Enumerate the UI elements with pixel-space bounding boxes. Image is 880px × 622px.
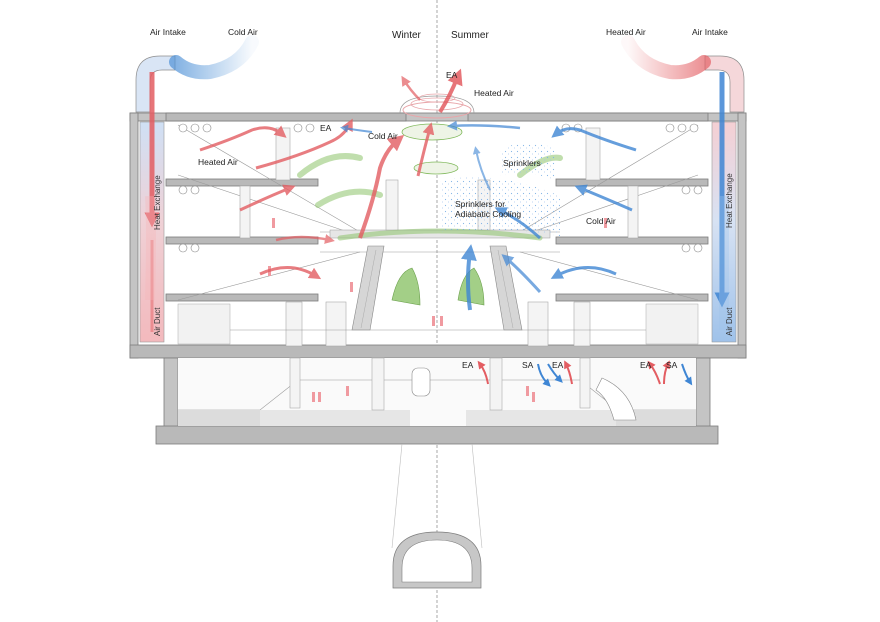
label-sprinklers-adiabatic-line1: Sprinklers for — [455, 199, 505, 209]
label-platform-ea-1: EA — [462, 360, 474, 370]
label-platform-sa-2: SA — [666, 360, 678, 370]
interior-perspective-lines — [177, 124, 699, 301]
label-heat-exchange-left: Heat Exchange — [153, 175, 162, 230]
floor-slabs — [165, 112, 709, 302]
label-platform-ea-2: EA — [552, 360, 564, 370]
label-left-air-intake: Air Intake — [150, 27, 186, 37]
label-platform-ea-3: EA — [640, 360, 652, 370]
label-right-air-intake: Air Intake — [692, 27, 728, 37]
label-left-cold-air: Cold Air — [228, 27, 258, 37]
label-summer: Summer — [451, 30, 489, 41]
platform-level — [178, 357, 696, 426]
people-silhouettes — [268, 218, 607, 402]
winter-airflows — [144, 68, 463, 332]
label-sprinklers: Sprinklers — [503, 158, 541, 168]
label-atrium-cold-air: Cold Air — [368, 131, 398, 141]
label-right-cold-air: Cold Air — [586, 216, 616, 226]
summer-airflows — [340, 72, 730, 330]
label-platform-sa-1: SA — [522, 360, 534, 370]
label-winter: Winter — [392, 30, 422, 41]
label-left-heated-air: Heated Air — [198, 157, 238, 167]
tunnel-section — [391, 443, 483, 589]
platform-airflows — [477, 360, 693, 387]
label-air-duct-right: Air Duct — [725, 307, 734, 336]
right-intake-duct — [621, 35, 745, 113]
label-air-duct-left: Air Duct — [153, 307, 162, 336]
cold-air-inflow-left — [169, 35, 259, 80]
sprinkler-mist — [440, 142, 560, 236]
label-atrium-ea: EA — [320, 123, 332, 133]
label-top-ea: EA — [446, 70, 458, 80]
label-sprinklers-adiabatic: Sprinklers for Adiabatic Cooling — [455, 199, 521, 219]
label-sprinklers-adiabatic-line2: Adiabatic Cooling — [455, 209, 521, 219]
heated-air-inflow-right — [621, 35, 711, 80]
ground-hall — [177, 303, 699, 345]
label-right-heated-air: Heated Air — [606, 27, 646, 37]
label-heat-exchange-right: Heat Exchange — [725, 173, 734, 228]
escalators — [351, 245, 523, 331]
label-top-heated-air: Heated Air — [474, 88, 514, 98]
